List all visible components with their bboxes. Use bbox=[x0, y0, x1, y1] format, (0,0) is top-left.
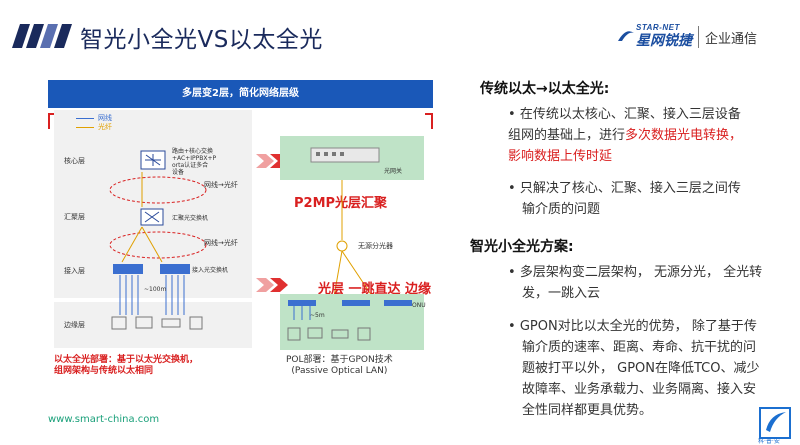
one-hop-label: 光层 一跳直达 边缘 bbox=[318, 282, 432, 297]
bullet-3-line2: 发，一跳入云 bbox=[522, 286, 601, 301]
legend-cable: 网线 bbox=[98, 114, 112, 122]
ethernet-panel bbox=[54, 110, 252, 348]
bullet-3-line1: 多层架构变二层架构， 无源分光， 全光转 bbox=[519, 265, 763, 280]
page-title: 智光小全光VS以太全光 bbox=[80, 27, 323, 53]
edge-devices-icon bbox=[111, 316, 203, 330]
bullet-4-line2: 输介质的速率、距离、寿命、抗干扰的问 bbox=[522, 340, 757, 355]
link-ellipses bbox=[109, 172, 207, 263]
diagram-banner: 多层变2层，简化网络层级 bbox=[48, 80, 433, 108]
bullet-dot: • bbox=[508, 319, 520, 334]
brand-en: STAR-NET bbox=[636, 23, 680, 32]
onu-label: ONU bbox=[412, 302, 426, 309]
bullet-4-line3: 题被打平以外， GPON在降低TCO、减少 bbox=[522, 361, 760, 376]
core-device-note: 路由+核心交换 +AC+IPPBX+P orta认证多合 设备 bbox=[172, 148, 217, 176]
starnet-logo-icon bbox=[618, 31, 634, 41]
bullet-4-line5: 全性同样都更具优势。 bbox=[522, 403, 653, 418]
corner-logo-text: 科·普·安 bbox=[758, 438, 780, 445]
bullet-1-red1: 多次数据光电转换， bbox=[625, 128, 743, 143]
aggregation-switch-icon bbox=[140, 208, 164, 226]
brand-subtitle: 企业通信 bbox=[705, 31, 758, 47]
layer-aggregation: 汇聚层 bbox=[64, 213, 85, 221]
heading-smart-optical: 智光小全光方案: bbox=[470, 239, 574, 255]
access-switch-label: 接入光交换机 bbox=[192, 267, 229, 274]
pol-deployment-note: POL部署：基于GPON技术 (Passive Optical LAN) bbox=[286, 355, 393, 376]
ethernet-deployment-note: 以太全光部署：基于以太光交换机， 组网架构与传统以太相同 bbox=[54, 355, 199, 376]
corner-logo-icon bbox=[759, 407, 791, 439]
bullet-2-line1: 只解决了核心、汇聚、接入三层之间传 bbox=[519, 181, 741, 196]
bullet-1-line1: 在传统以太核心、汇聚、接入三层设备 bbox=[519, 107, 741, 122]
bracket-left bbox=[48, 113, 56, 129]
brand-cn: 星网锐捷 bbox=[636, 32, 692, 48]
bullet-dot: • bbox=[508, 107, 520, 122]
bullet-4-line1: GPON对比以太全光的优势， 除了基于传 bbox=[519, 319, 757, 334]
legend-cable-line bbox=[76, 118, 94, 119]
onu-devices-icon bbox=[287, 300, 412, 341]
distance-100m: ~100m bbox=[144, 286, 167, 293]
olt-label: 光网关 bbox=[384, 168, 403, 175]
distance-5m: ~5m bbox=[310, 312, 325, 319]
bullet-dot: • bbox=[508, 181, 520, 196]
splitter-label: 无源分光器 bbox=[358, 242, 393, 250]
brand-divider bbox=[698, 26, 699, 48]
cable-to-fiber-2: 网线→光纤 bbox=[204, 239, 238, 247]
bracket-right bbox=[425, 113, 433, 129]
bullet-3: • 多层架构变二层架构， 无源分光， 全光转 发，一跳入云 bbox=[508, 262, 788, 304]
bullet-1: • 在传统以太核心、汇聚、接入三层设备 组网的基础上，进行多次数据光电转换， 影… bbox=[508, 104, 788, 167]
layer-access: 接入层 bbox=[64, 267, 85, 275]
olt-device-icon bbox=[310, 147, 380, 163]
legend-fiber: 光纤 bbox=[98, 123, 112, 131]
aggregation-switch-label: 汇聚光交换机 bbox=[172, 215, 209, 222]
title-decoration-icon bbox=[12, 24, 72, 48]
legend-fiber-line bbox=[76, 127, 94, 128]
layer-edge: 边缘层 bbox=[64, 321, 85, 329]
heading-traditional: 传统以太→以太全光: bbox=[480, 81, 610, 97]
brand-logo: STAR-NET 星网锐捷 企业通信 bbox=[616, 24, 757, 50]
bullet-2: • 只解决了核心、汇聚、接入三层之间传 输介质的问题 bbox=[508, 178, 788, 220]
access-cables bbox=[119, 275, 185, 315]
network-diagram: 多层变2层，简化网络层级 网线 光纤 核心层 汇聚层 接入层 边缘层 路由+核心… bbox=[48, 80, 433, 390]
layer-divider bbox=[54, 298, 252, 302]
bullet-1-red2: 影响数据上传时延 bbox=[508, 149, 613, 164]
bullet-dot: • bbox=[508, 265, 520, 280]
layer-core: 核心层 bbox=[64, 157, 85, 165]
bullet-4-line4: 故障率、业务承载力、业务隔离、接入安 bbox=[522, 382, 757, 397]
arrow-right-icon-2 bbox=[256, 278, 288, 292]
access-switch-icons bbox=[113, 264, 190, 274]
bullet-4: • GPON对比以太全光的优势， 除了基于传 输介质的速率、距离、寿命、抗干扰的… bbox=[508, 316, 788, 421]
cable-to-fiber-1: 网线→光纤 bbox=[204, 181, 238, 189]
core-router-icon bbox=[140, 150, 166, 170]
bullet-1-line2: 组网的基础上，进行 bbox=[508, 128, 626, 143]
bullet-2-line2: 输介质的问题 bbox=[522, 202, 601, 217]
p2mp-label: P2MP光层汇聚 bbox=[294, 196, 388, 211]
footer-url[interactable]: www.smart-china.com bbox=[48, 414, 160, 425]
